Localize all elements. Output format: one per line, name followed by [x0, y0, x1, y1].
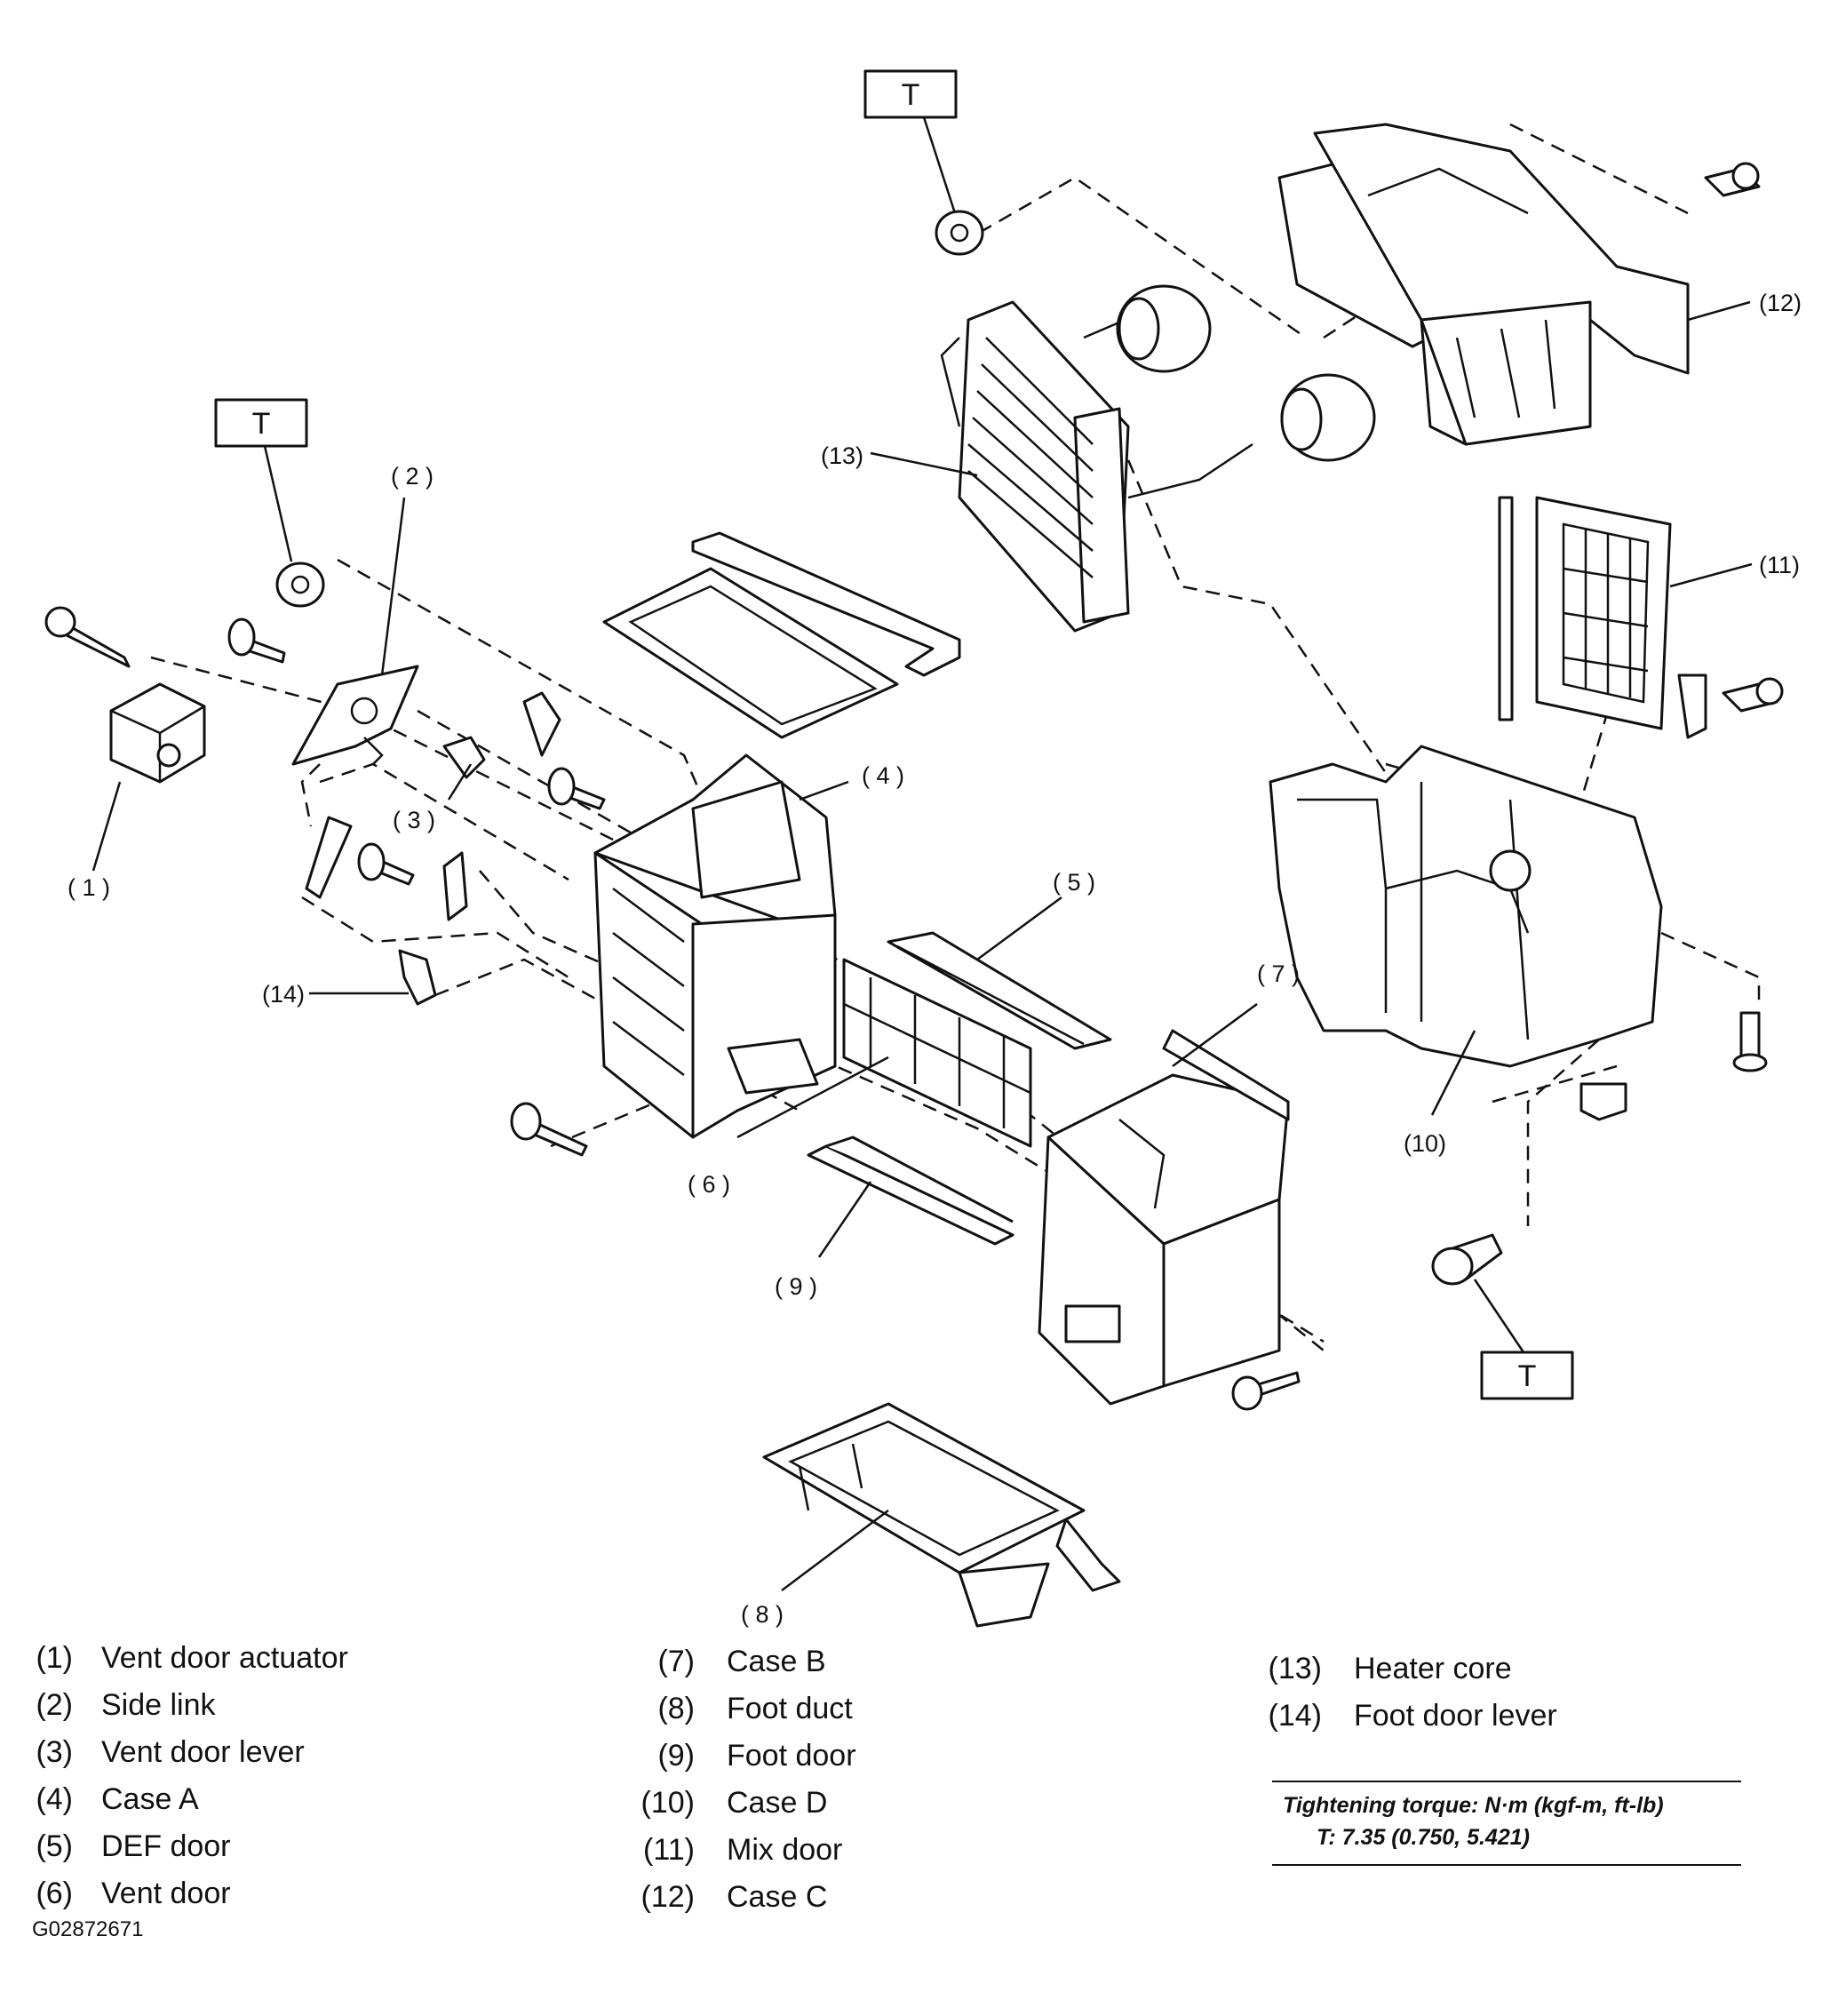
legend-item-name: DEF door [101, 1829, 231, 1863]
legend-item: (7) Case B [633, 1638, 856, 1685]
exploded-view-diagram: T T T ( 1 ) ( 2 ) ( 3 ) ( 4 ) [44, 69, 1802, 1628]
screws-3 [357, 767, 606, 886]
legend-item-number: (7) [657, 1645, 695, 1678]
callout-13: (13) [821, 442, 863, 469]
bolt-torque-lower-right [1431, 1233, 1503, 1286]
legend-item: (6) Vent door [32, 1870, 348, 1917]
case-c-part [1277, 123, 1690, 446]
legend-item: (1) Vent door actuator [32, 1635, 348, 1682]
legend-item-name: Vent door [101, 1877, 231, 1910]
legend-item-name: Mix door [727, 1833, 843, 1867]
callout-14: (14) [262, 981, 305, 1008]
legend-item-number: (13) [1268, 1652, 1322, 1685]
callout-12: (12) [1759, 290, 1802, 316]
callout-8: ( 8 ) [741, 1601, 784, 1628]
mix-door-part [1498, 496, 1672, 730]
legend-item-name: Case C [727, 1880, 828, 1914]
legend-item-number: (11) [643, 1833, 695, 1867]
legend-item: (12) Case C [633, 1874, 856, 1921]
svg-text:T: T [252, 407, 271, 441]
legend-item-name: Vent door lever [101, 1735, 305, 1769]
foot-duct-part [762, 1402, 1121, 1628]
legend-column-1: (1) Vent door actuator (2) Side link (3) Vent… [32, 1635, 348, 1917]
nut-top [935, 210, 984, 256]
clip-10 [1579, 1082, 1627, 1121]
callout-6: ( 6 ) [688, 1171, 730, 1198]
callout-leaders [92, 300, 1753, 1591]
legend-item: (14) Foot door lever [1260, 1693, 1557, 1740]
legend-item-number: (12) [640, 1880, 695, 1914]
legend-item-number: (14) [1268, 1699, 1322, 1733]
vent-door-part [842, 958, 1032, 1148]
legend-item: (9) Foot door [633, 1733, 856, 1780]
legend-item: (11) Mix door [633, 1827, 856, 1874]
svg-text:T: T [902, 78, 920, 112]
heater-pipe-fittings [1116, 284, 1376, 462]
legend-item: (2) Side link [32, 1682, 348, 1729]
legend-item: (13) Heater core [1260, 1645, 1557, 1693]
legend-item-name: Side link [101, 1688, 216, 1722]
case-d-part [1269, 745, 1663, 1068]
callout-1: ( 1 ) [68, 874, 110, 901]
legend-item-name: Foot door lever [1354, 1699, 1557, 1733]
legend-item: (10) Case D [633, 1780, 856, 1827]
legend-item-number: (3) [36, 1735, 73, 1769]
legend-item-number: (2) [36, 1688, 73, 1722]
screw-1 [44, 606, 131, 668]
legend-item-number: (6) [36, 1877, 73, 1910]
legend-item-number: (4) [36, 1782, 73, 1816]
top-frame-part [602, 531, 961, 739]
heater-core-part [940, 300, 1253, 633]
legend-item-number: (10) [640, 1786, 695, 1820]
legend-item-name: Vent door actuator [101, 1641, 348, 1675]
callout-5: ( 5 ) [1053, 869, 1095, 896]
torque-spec-title: Tightening torque: N·m (kgf-m, ft-lb) [1283, 1793, 1664, 1818]
screw-2 [227, 618, 286, 664]
callout-4: ( 4 ) [862, 762, 904, 789]
callout-2: ( 2 ) [391, 463, 434, 490]
legend-item: (8) Foot duct [633, 1685, 856, 1733]
torque-marker-top: T [863, 69, 958, 214]
legend-item-number: (1) [36, 1641, 73, 1675]
callout-labels: ( 1 ) ( 2 ) ( 3 ) ( 4 ) ( 5 ) ( 6 ) ( 7 … [68, 290, 1802, 1628]
case-a-part [593, 753, 837, 1139]
legend-item-name: Foot door [727, 1739, 856, 1773]
legend-item-number: (9) [657, 1739, 695, 1773]
legend-item-name: Case D [727, 1786, 828, 1820]
legend-item: (4) Case A [32, 1776, 348, 1823]
svg-text:T: T [1518, 1359, 1537, 1393]
vent-door-lever-part [442, 691, 561, 921]
screws-4 [510, 1102, 1301, 1411]
callout-7: ( 7 ) [1257, 960, 1300, 987]
nut-upper-left [275, 562, 325, 608]
legend-item-name: Case A [101, 1782, 199, 1816]
legend-item-number: (5) [36, 1829, 73, 1863]
legend-column-2: (7) Case B (8) Foot duct (9) Foot door (10) Cas… [633, 1638, 856, 1921]
callout-9: ( 9 ) [775, 1273, 817, 1300]
legend-item-name: Case B [727, 1645, 826, 1678]
torque-spec-value: T: 7.35 (0.750, 5.421) [1317, 1825, 1530, 1850]
legend-item: (3) Vent door lever [32, 1729, 348, 1776]
def-door-part [887, 931, 1112, 1050]
legend-item-name: Foot duct [727, 1692, 853, 1725]
legend-column-3: (13) Heater core (14) Foot door lever [1260, 1645, 1557, 1740]
vent-door-actuator-part [109, 682, 206, 784]
torque-marker-lower-right: T [1473, 1279, 1574, 1400]
callout-3: ( 3 ) [393, 807, 435, 833]
foot-door-lever-part [305, 816, 437, 1006]
case-b-part [1038, 1029, 1290, 1406]
legend-item: (5) DEF door [32, 1823, 348, 1870]
torque-spec-box: Tightening torque: N·m (kgf-m, ft-lb) T:… [1272, 1781, 1741, 1866]
legend-item-name: Heater core [1354, 1652, 1512, 1685]
side-link-part [291, 665, 419, 766]
callout-11: (11) [1759, 552, 1800, 578]
figure-code: G02872671 [32, 1917, 144, 1941]
foot-door-part [807, 1135, 1014, 1246]
screw-12 [1704, 162, 1761, 197]
bolt-10-right [1732, 1011, 1768, 1072]
torque-marker-upper-left: T [214, 398, 308, 562]
screw-11 [1677, 673, 1784, 739]
legend-item-number: (8) [657, 1692, 695, 1725]
callout-10: (10) [1404, 1130, 1446, 1157]
